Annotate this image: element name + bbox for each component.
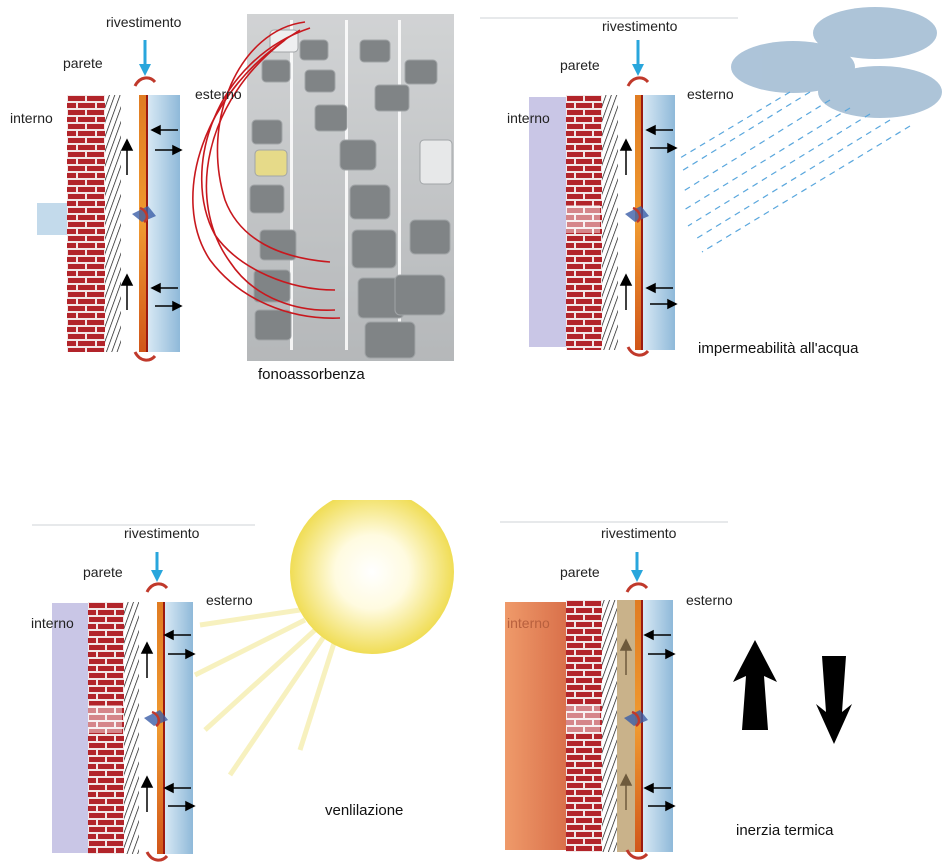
sun <box>193 500 454 777</box>
label-exterior: esterno <box>687 86 734 102</box>
wall-section <box>500 521 728 860</box>
panel-thermal-inertia: rivestimento parete interno esterno iner… <box>470 500 952 862</box>
label-exterior: esterno <box>686 592 733 608</box>
sound-waves <box>192 21 341 319</box>
caption-ventilation: venlilazione <box>325 802 404 819</box>
panel-waterproofing: rivestimento parete interno esterno impe… <box>470 0 952 400</box>
rain-cloud <box>679 7 942 253</box>
label-interior: interno <box>507 110 550 126</box>
caption-waterproofing: impermeabilità all'acqua <box>698 340 859 357</box>
label-coating: rivestimento <box>601 525 677 541</box>
label-wall: parete <box>63 55 103 71</box>
label-wall: parete <box>560 57 600 73</box>
label-interior: interno <box>31 615 74 631</box>
wall-section <box>32 524 255 862</box>
traffic-photo <box>247 14 454 361</box>
down-arrow <box>816 656 852 744</box>
up-arrow <box>733 640 777 730</box>
label-interior: interno <box>507 615 550 631</box>
wall-section <box>480 17 738 357</box>
panel-ventilation: rivestimento parete interno esterno venl… <box>0 500 470 862</box>
label-exterior: esterno <box>206 592 253 608</box>
label-coating: rivestimento <box>602 18 678 34</box>
label-interior: interno <box>10 110 53 126</box>
label-wall: parete <box>83 564 123 580</box>
caption-thermal-inertia: inerzia termica <box>736 822 834 839</box>
label-coating: rivestimento <box>124 525 200 541</box>
wall-section <box>37 40 183 362</box>
panel-sound-absorption: rivestimento parete interno esterno fono… <box>0 0 470 400</box>
label-wall: parete <box>560 564 600 580</box>
label-exterior: esterno <box>195 86 242 102</box>
thermal-arrows <box>733 640 852 744</box>
label-coating: rivestimento <box>106 14 182 30</box>
caption-sound-absorption: fonoassorbenza <box>258 366 365 383</box>
